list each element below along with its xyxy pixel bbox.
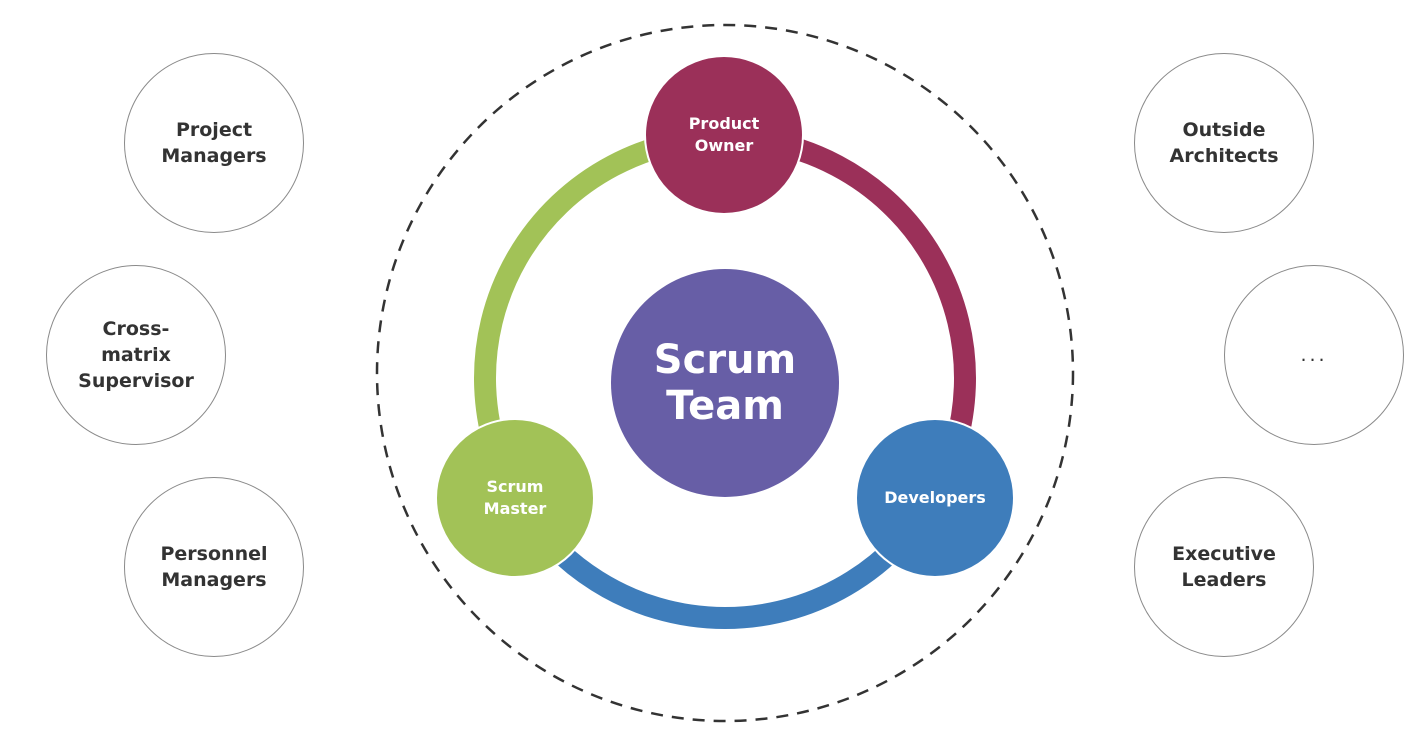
developers-label: Developers <box>884 488 986 507</box>
scrum-boundary-dashed-circle <box>375 23 1075 723</box>
stakeholder-label: Outside Architects <box>1169 119 1279 167</box>
stakeholder-project-managers: Project Managers <box>124 53 304 233</box>
stakeholder-personnel-managers: Personnel Managers <box>124 477 304 657</box>
stakeholder-label: Cross- matrix Supervisor <box>78 318 194 392</box>
scrum-team-circle: Scrum Team <box>611 269 839 497</box>
stakeholder-label: Executive Leaders <box>1172 543 1276 591</box>
scrum-team-label: Scrum Team <box>653 337 797 429</box>
product-owner-circle: Product Owner <box>644 55 804 215</box>
stakeholder-label: Personnel Managers <box>160 543 268 591</box>
stakeholder-executive-leaders: Executive Leaders <box>1134 477 1314 657</box>
stakeholder-label: ... <box>1300 344 1328 366</box>
stakeholder-label: Project Managers <box>161 119 267 167</box>
scrum-master-label: Scrum Master <box>483 477 547 518</box>
stakeholder-outside-architects: Outside Architects <box>1134 53 1314 233</box>
scrum-master-circle: Scrum Master <box>435 418 595 578</box>
stakeholder-more: ... <box>1224 265 1404 445</box>
stakeholder-cross-matrix-supervisor: Cross- matrix Supervisor <box>46 265 226 445</box>
developers-circle: Developers <box>855 418 1015 578</box>
product-owner-label: Product Owner <box>688 114 760 155</box>
